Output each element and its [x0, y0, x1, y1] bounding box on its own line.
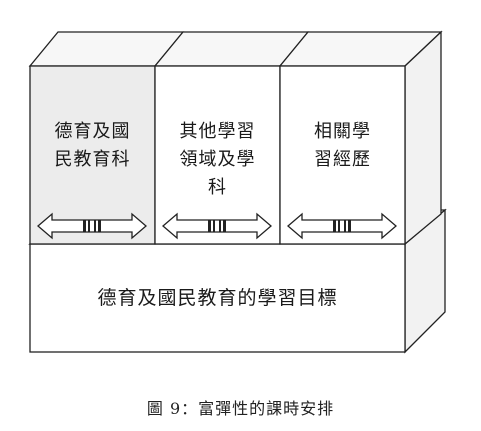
column-top-faces	[28, 31, 443, 67]
column-label-3: 相關學 習經歷	[314, 121, 371, 170]
arrow-center-block	[348, 220, 351, 232]
arrow-center-block	[333, 220, 336, 232]
connector-arrow-2	[162, 212, 272, 240]
base-front-face	[29, 243, 406, 353]
column-side-face	[404, 30, 442, 246]
arrow-center-block	[213, 220, 215, 232]
arrow-outline	[162, 212, 272, 240]
column-label-1: 德育及國 民教育科	[54, 121, 131, 170]
arrow-center-block	[94, 220, 96, 232]
arrow-center-block	[219, 220, 221, 232]
arrow-center-block	[88, 220, 90, 232]
arrow-center-block	[208, 220, 211, 232]
connector-arrow-3	[287, 212, 397, 240]
arrow-outline	[37, 212, 147, 240]
arrow-center-block	[83, 220, 86, 232]
figure-caption: 圖 9：富彈性的課時安排	[146, 399, 335, 418]
arrow-center-block	[344, 220, 346, 232]
arrow-center-block	[223, 220, 226, 232]
connector-arrows	[37, 212, 397, 240]
arrow-center-block	[98, 220, 101, 232]
column-label-2: 其他學習 領域及學 科	[179, 121, 256, 198]
diagram-canvas	[28, 30, 447, 354]
connector-arrow-1	[37, 212, 147, 240]
base-label: 德育及國民教育的學習目標	[97, 287, 338, 309]
arrow-outline	[287, 212, 397, 240]
arrow-center-block	[338, 220, 340, 232]
